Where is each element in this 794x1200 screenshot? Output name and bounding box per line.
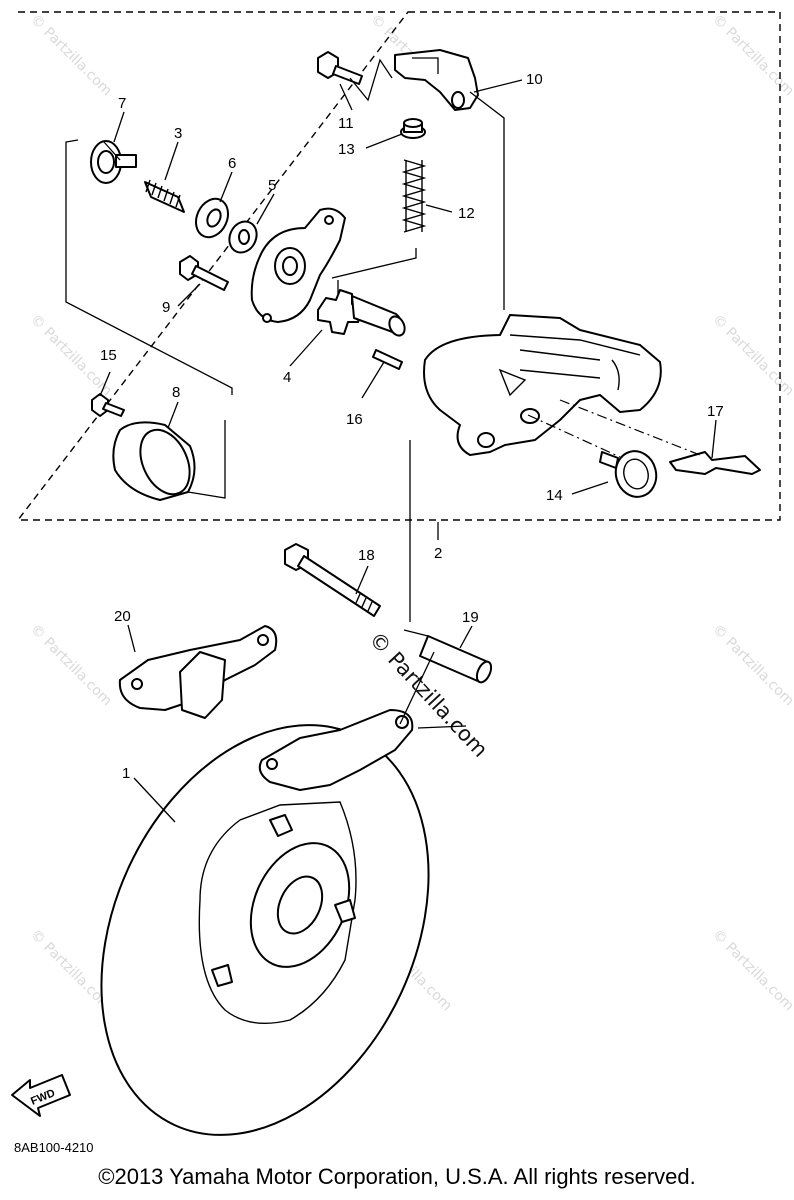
part-5-washer xyxy=(228,220,258,254)
callout-3: 3 xyxy=(174,125,182,142)
part-disc-bracket xyxy=(258,709,414,791)
part-17-pad-spring xyxy=(669,451,761,475)
callout-12: 12 xyxy=(458,205,475,222)
watermark: © Partzilla.com xyxy=(709,927,794,1015)
part-6-plate-washer xyxy=(194,197,230,239)
part-13-spring-seat xyxy=(400,118,426,139)
callout-6: 6 xyxy=(228,155,236,172)
callouts: 7 3 6 5 9 4 16 11 13 12 10 15 8 14 17 2 … xyxy=(100,71,724,782)
callout-5: 5 xyxy=(268,177,276,194)
leader-lines xyxy=(99,79,717,823)
callout-4: 4 xyxy=(283,369,291,386)
copyright-notice: ©2013 Yamaha Motor Corporation, U.S.A. A… xyxy=(98,1164,696,1189)
part-8-cover-cap xyxy=(112,421,196,501)
diagram-code: 8AB100-4210 xyxy=(14,1140,94,1155)
part-20-pad-support xyxy=(118,625,278,719)
part-19-sleeve xyxy=(419,635,493,684)
part-7-adjuster-knob xyxy=(90,140,137,184)
assembly-boundary xyxy=(16,11,781,521)
part-4-gear-shaft xyxy=(317,289,406,337)
callout-2: 2 xyxy=(434,545,442,562)
callout-7: 7 xyxy=(118,95,126,112)
lever-zigzag-guide xyxy=(349,58,393,102)
callout-11: 11 xyxy=(338,115,354,132)
callout-19: 19 xyxy=(462,609,479,626)
watermark: © Partzilla.com xyxy=(27,622,115,710)
watermark: © Partzilla.com xyxy=(709,312,794,400)
callout-17: 17 xyxy=(707,403,724,420)
callout-9: 9 xyxy=(162,299,170,316)
callout-10: 10 xyxy=(526,71,543,88)
reference-lines xyxy=(65,91,701,725)
watermark: © Partzilla.com xyxy=(709,12,794,100)
watermark: © Partzilla.com xyxy=(27,12,115,100)
callout-13: 13 xyxy=(338,141,355,158)
watermark: © Partzilla.com xyxy=(709,622,794,710)
callout-15: 15 xyxy=(100,347,117,364)
part-9-bolt xyxy=(179,255,229,291)
part-18-caliper-bolt xyxy=(284,543,381,617)
callout-8: 8 xyxy=(172,384,180,401)
part-bracket-plate xyxy=(250,207,346,323)
callout-18: 18 xyxy=(358,547,375,564)
part-11-bolt xyxy=(317,51,363,85)
part-3-spring xyxy=(144,179,185,213)
part-10-lever-bracket xyxy=(394,49,479,111)
callout-14: 14 xyxy=(546,487,563,504)
callout-1: 1 xyxy=(122,765,130,782)
part-caliper-body xyxy=(423,314,662,456)
part-12-spring xyxy=(401,159,427,233)
part-15-screw xyxy=(91,393,125,417)
part-14-piston xyxy=(599,450,658,498)
callout-16: 16 xyxy=(346,411,363,428)
callout-20: 20 xyxy=(114,608,131,625)
part-16-pin xyxy=(372,349,403,370)
part-1-brake-disc xyxy=(100,724,430,1136)
fwd-arrow: FWD xyxy=(11,1074,71,1117)
